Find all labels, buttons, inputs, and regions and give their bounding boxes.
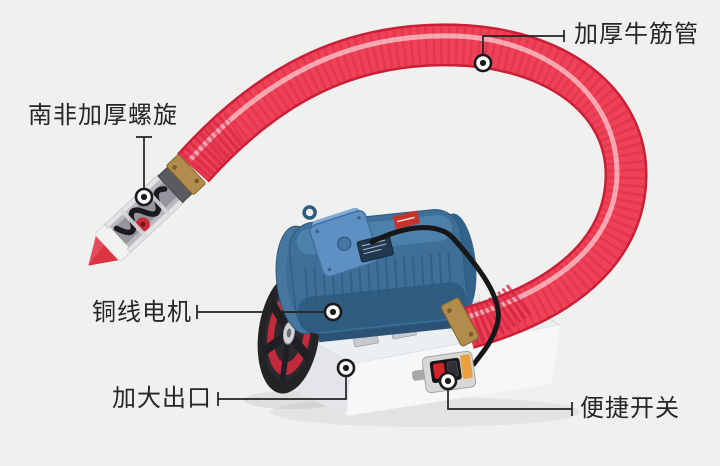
callout-line-motor xyxy=(196,305,324,319)
motor xyxy=(275,205,477,343)
callout-label-switch: 便捷开关 xyxy=(580,395,680,422)
spiral-intake xyxy=(88,154,206,266)
switch-sticker xyxy=(460,354,473,379)
callout-lines xyxy=(136,30,573,416)
callout-line-switch xyxy=(447,390,573,416)
callout-line-spiral xyxy=(136,136,152,189)
callout-label-hose: 加厚牛筋管 xyxy=(574,21,699,48)
callout-dot-motor xyxy=(323,302,343,322)
lifting-eye xyxy=(302,205,317,220)
red-label xyxy=(392,210,421,230)
auger-spiral xyxy=(113,186,168,236)
callout-dots xyxy=(134,53,493,391)
callout-dot-spiral xyxy=(134,187,154,207)
power-cable xyxy=(369,225,501,367)
hose xyxy=(177,23,648,349)
callout-dot-outlet xyxy=(336,358,356,378)
callout-dot-hose xyxy=(473,53,493,73)
hose-fitting xyxy=(440,297,480,347)
callout-line-outlet xyxy=(217,377,347,406)
callout-label-motor: 铜线电机 xyxy=(92,299,192,326)
callout-label-spiral: 南非加厚螺旋 xyxy=(28,102,178,129)
callout-label-outlet: 加大出口 xyxy=(112,385,212,412)
callout-dot-switch xyxy=(438,371,458,391)
